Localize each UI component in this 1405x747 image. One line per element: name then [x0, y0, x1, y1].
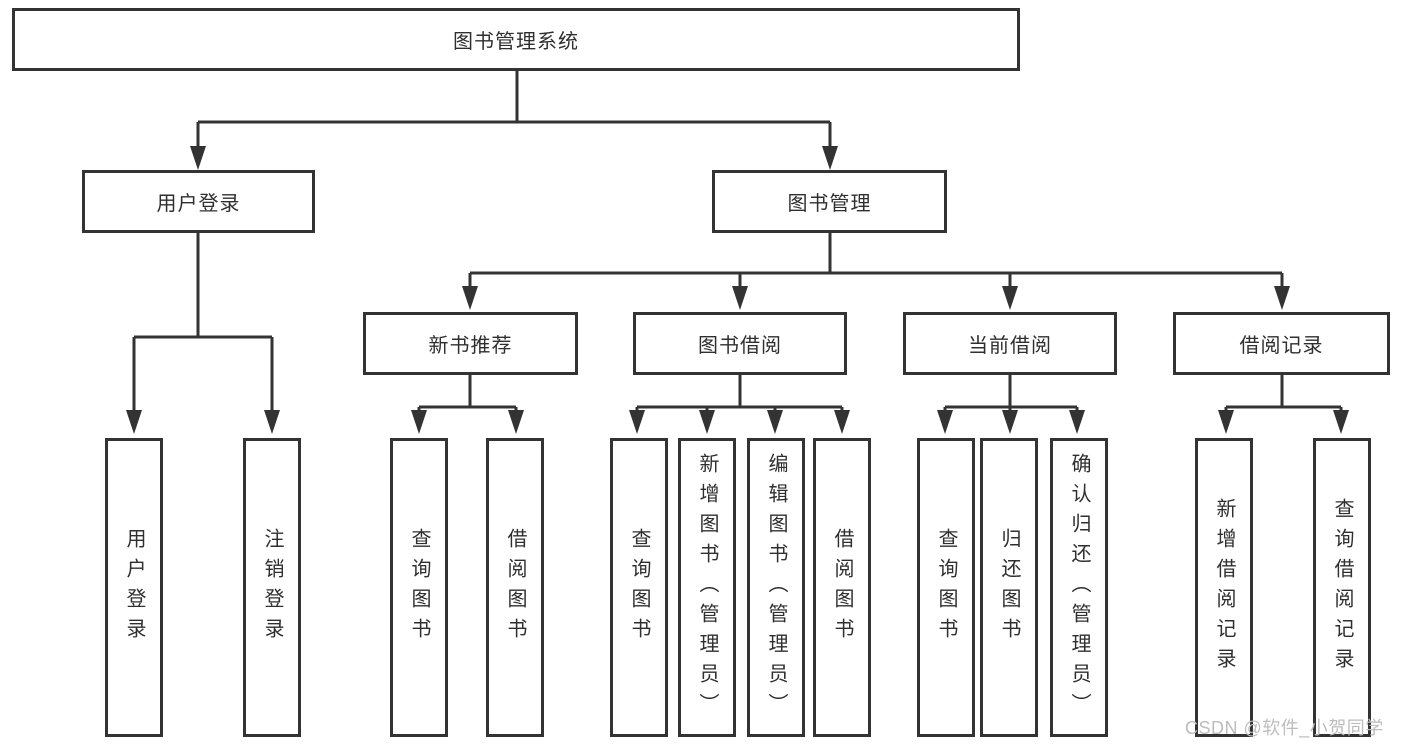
leaf-query-books-1: 查询图书	[390, 438, 448, 737]
leaf-return-books: 归还图书	[980, 438, 1038, 737]
node-library-management-system: 图书管理系统	[12, 8, 1020, 71]
leaf-borrow-books-2: 借阅图书	[813, 438, 871, 737]
node-book-borrowing: 图书借阅	[633, 312, 847, 375]
node-user-login-branch: 用户登录	[82, 170, 315, 233]
leaf-user-login: 用户登录	[105, 438, 163, 737]
node-borrowing-records: 借阅记录	[1173, 312, 1390, 375]
node-current-borrowing: 当前借阅	[903, 312, 1117, 375]
node-book-management-branch: 图书管理	[712, 170, 947, 233]
leaf-logout: 注销登录	[243, 438, 301, 737]
node-new-book-recommendation: 新书推荐	[363, 312, 578, 375]
leaf-query-books-3: 查询图书	[917, 438, 975, 737]
leaf-add-books-admin: 新增图书（管理员）	[678, 438, 736, 737]
leaf-query-books-2: 查询图书	[610, 438, 668, 737]
leaf-borrow-books-1: 借阅图书	[486, 438, 544, 737]
csdn-watermark: CSDN @软件_小贺同学	[1185, 718, 1384, 738]
leaf-confirm-return-admin: 确认归还（管理员）	[1050, 438, 1108, 737]
leaf-query-borrow-record: 查询借阅记录	[1313, 438, 1371, 737]
leaf-edit-books-admin: 编辑图书（管理员）	[747, 438, 805, 737]
leaf-add-borrow-record: 新增借阅记录	[1195, 438, 1253, 737]
